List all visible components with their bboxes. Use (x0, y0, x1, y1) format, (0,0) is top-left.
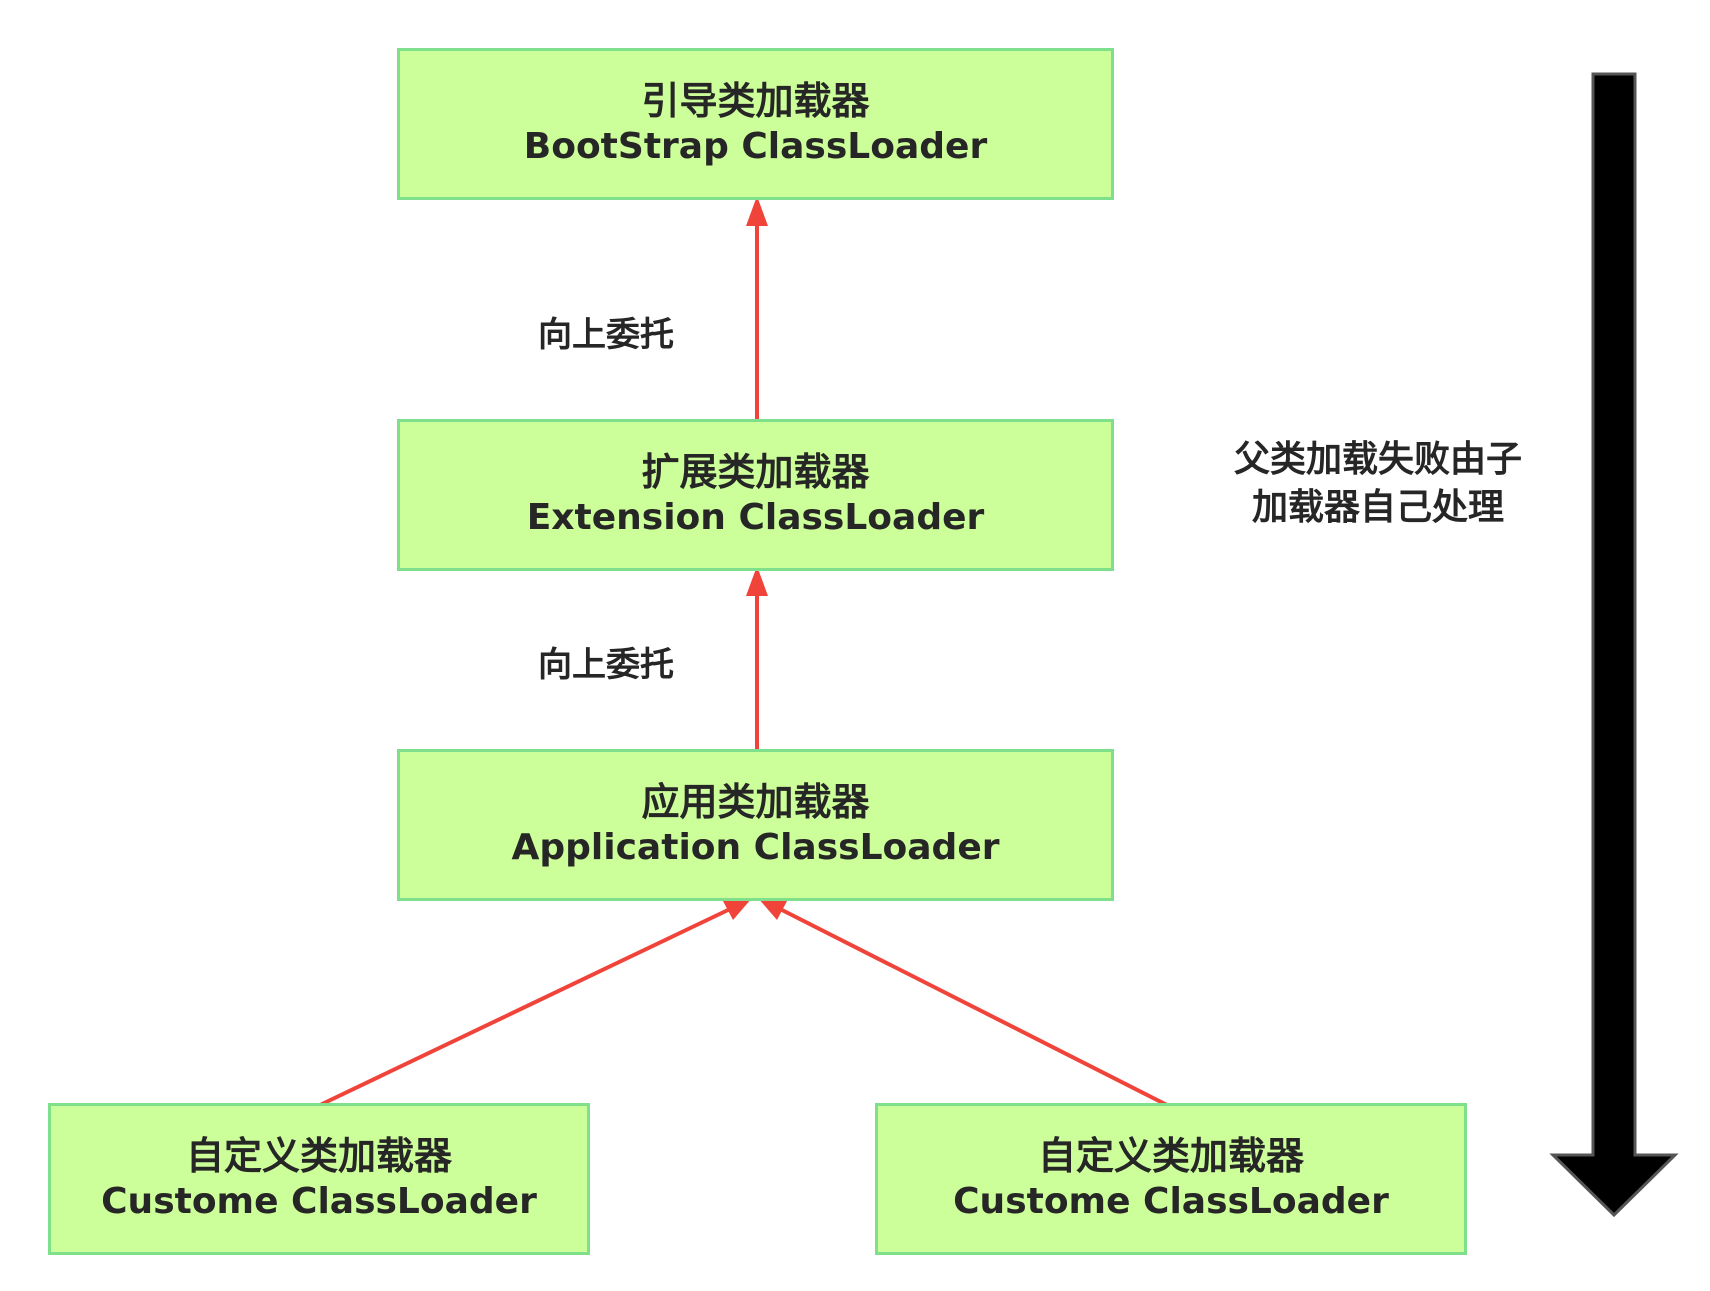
edge-custom-right-to-application (781, 908, 1168, 1107)
node-extension: 扩展类加载器 Extension ClassLoader (397, 419, 1114, 571)
node-custom-right-en: Custome ClassLoader (953, 1181, 1389, 1222)
big-down-arrow (1549, 72, 1679, 1218)
side-note: 父类加载失败由子 加载器自己处理 (1218, 436, 1538, 532)
node-custom-left-cn: 自定义类加载器 (185, 1134, 452, 1178)
node-application: 应用类加载器 Application ClassLoader (397, 749, 1114, 901)
node-custom-right-cn: 自定义类加载器 (1037, 1134, 1304, 1178)
node-application-cn: 应用类加载器 (641, 780, 870, 824)
edge-application-to-extension-head (746, 566, 768, 596)
edge-label-upward-delegation-2: 向上委托 (538, 645, 674, 685)
edge-custom-left-to-application-head (723, 898, 752, 920)
node-application-en: Application ClassLoader (511, 827, 1000, 868)
node-extension-en: Extension ClassLoader (526, 497, 985, 538)
node-bootstrap: 引导类加载器 BootStrap ClassLoader (397, 48, 1114, 200)
node-custom-right: 自定义类加载器 Custome ClassLoader (875, 1103, 1467, 1255)
side-note-line1: 父类加载失败由子 (1233, 439, 1522, 480)
side-note-line2: 加载器自己处理 (1251, 487, 1504, 528)
edge-custom-left-to-application (319, 908, 729, 1107)
node-extension-cn: 扩展类加载器 (641, 450, 870, 494)
edge-custom-right-to-application-head (758, 898, 787, 920)
node-bootstrap-en: BootStrap ClassLoader (523, 126, 988, 167)
edge-label-upward-delegation-1: 向上委托 (538, 315, 674, 355)
node-custom-left: 自定义类加载器 Custome ClassLoader (48, 1103, 590, 1255)
node-custom-left-en: Custome ClassLoader (101, 1181, 537, 1222)
edge-extension-to-bootstrap-head (746, 196, 768, 226)
node-bootstrap-cn: 引导类加载器 (641, 79, 870, 123)
